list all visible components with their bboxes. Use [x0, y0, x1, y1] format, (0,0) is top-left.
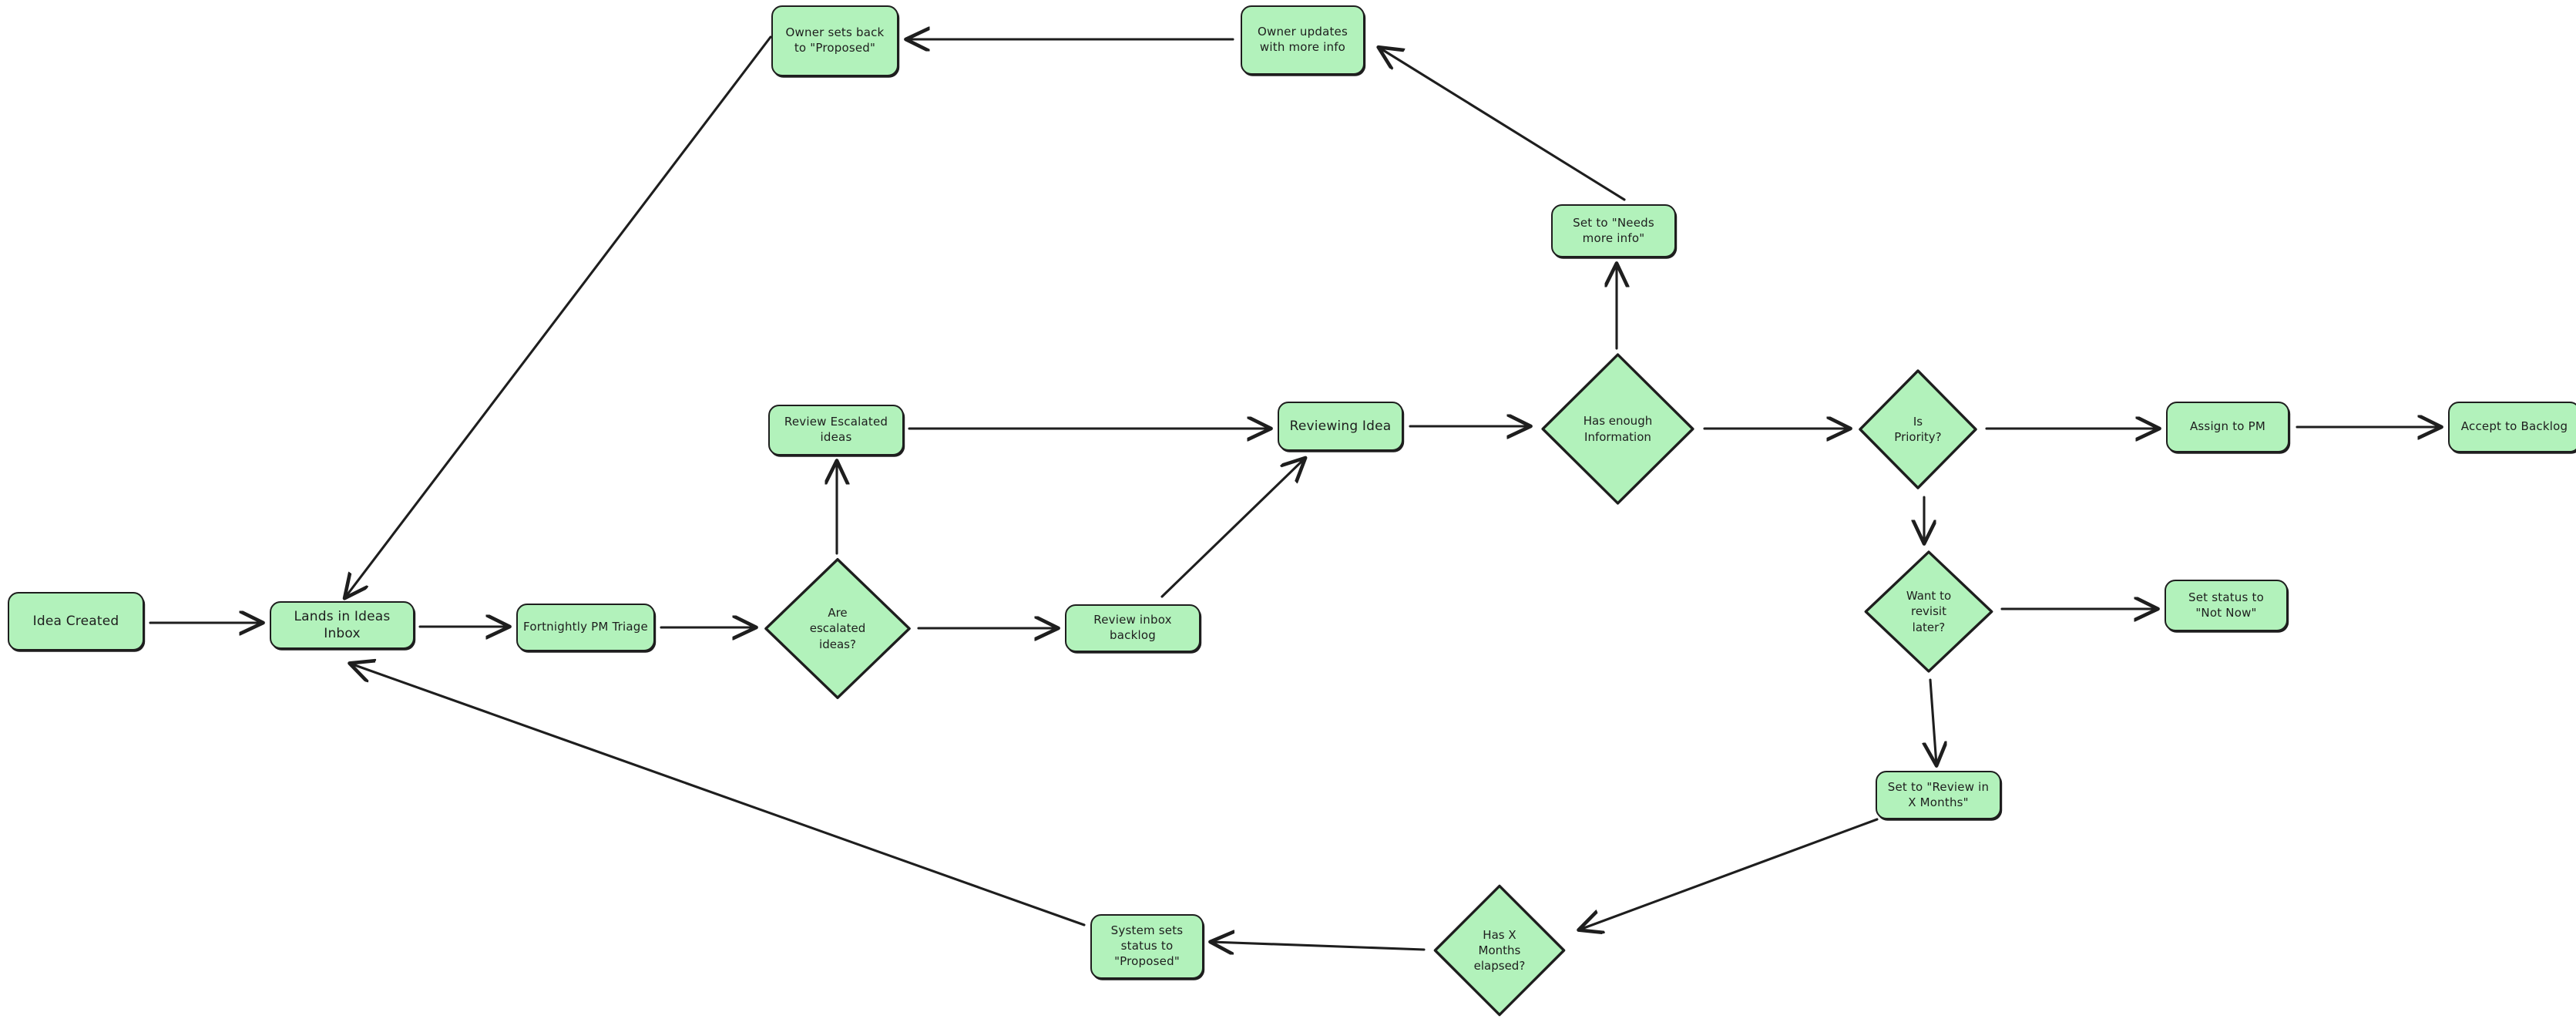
node-set_review_x_months[interactable]: Set to "Review in X Months": [1876, 771, 2001, 819]
node-review_escalated[interactable]: Review Escalated ideas: [768, 405, 904, 456]
node-label-has_enough_info: Has enough Information: [1583, 414, 1653, 444]
node-label-set_needs_more_info: Set to "Needs more info": [1573, 215, 1654, 245]
node-review_backlog[interactable]: Review inbox backlog: [1065, 604, 1201, 652]
edge-has_x_months-to-system_sets_status: [1211, 942, 1426, 950]
node-label-owner_sets_back: Owner sets back to "Proposed": [785, 25, 885, 55]
node-label-idea_created: Idea Created: [32, 613, 119, 629]
node-lands_inbox[interactable]: Lands in Ideas Inbox: [270, 601, 415, 649]
node-owner_sets_back[interactable]: Owner sets back to "Proposed": [771, 5, 898, 76]
edge-want_revisit-to-set_review_x_months: [1930, 678, 1936, 765]
node-label-review_backlog: Review inbox backlog: [1093, 613, 1172, 642]
node-label-accept_backlog: Accept to Backlog: [2460, 419, 2568, 434]
node-set_needs_more_info[interactable]: Set to "Needs more info": [1551, 204, 1676, 257]
diamond-shape-has_enough_info: [1539, 351, 1697, 507]
diamond-shape-is_priority: [1857, 368, 1979, 491]
node-set_not_now[interactable]: Set status to "Not Now": [2165, 580, 2288, 631]
edge-set_needs_more_info-to-owner_updates: [1379, 48, 1626, 201]
diamond-shape-has_x_months: [1432, 883, 1567, 1018]
node-label-assign_to_pm: Assign to PM: [2189, 419, 2266, 434]
node-has_x_months[interactable]: Has X Months elapsed?: [1432, 883, 1567, 1018]
node-fortnightly_triage[interactable]: Fortnightly PM Triage: [516, 604, 655, 651]
node-label-set_not_now: Set status to "Not Now": [2188, 590, 2264, 620]
node-reviewing_idea[interactable]: Reviewing Idea: [1278, 402, 1403, 451]
node-label-review_escalated: Review Escalated ideas: [784, 415, 888, 444]
edge-system_sets_status-to-lands_inbox: [351, 664, 1086, 926]
node-label-set_review_x_months: Set to "Review in X Months": [1887, 779, 1990, 809]
diamond-shape-are_escalated: [762, 556, 913, 701]
node-label-has_x_months: Has X Months elapsed?: [1473, 927, 1526, 974]
node-label-is_priority: Is Priority?: [1894, 414, 1942, 444]
node-are_escalated[interactable]: Are escalated ideas?: [762, 556, 913, 701]
node-label-want_revisit: Want to revisit later?: [1906, 589, 1952, 634]
node-system_sets_status[interactable]: System sets status to "Proposed": [1090, 914, 1204, 979]
edge-set_review_x_months-to-has_x_months: [1580, 818, 1879, 930]
node-label-system_sets_status: System sets status to "Proposed": [1110, 923, 1184, 968]
node-owner_updates[interactable]: Owner updates with more info: [1241, 5, 1365, 75]
node-label-are_escalated: Are escalated ideas?: [809, 606, 866, 651]
node-label-lands_inbox: Lands in Ideas Inbox: [294, 608, 391, 641]
node-label-owner_updates: Owner updates with more info: [1257, 25, 1348, 54]
diamond-shape-want_revisit: [1862, 549, 1995, 674]
edge-review_backlog-to-reviewing_idea: [1160, 459, 1305, 598]
node-want_revisit[interactable]: Want to revisit later?: [1862, 549, 1995, 674]
node-idea_created[interactable]: Idea Created: [8, 592, 144, 651]
node-label-fortnightly_triage: Fortnightly PM Triage: [523, 620, 648, 634]
node-label-reviewing_idea: Reviewing Idea: [1289, 418, 1392, 434]
edge-owner_sets_back-to-lands_inbox: [345, 35, 772, 597]
node-accept_backlog[interactable]: Accept to Backlog: [2448, 402, 2576, 452]
node-has_enough_info[interactable]: Has enough Information: [1539, 351, 1697, 507]
node-is_priority[interactable]: Is Priority?: [1857, 368, 1979, 491]
node-assign_to_pm[interactable]: Assign to PM: [2166, 402, 2289, 452]
